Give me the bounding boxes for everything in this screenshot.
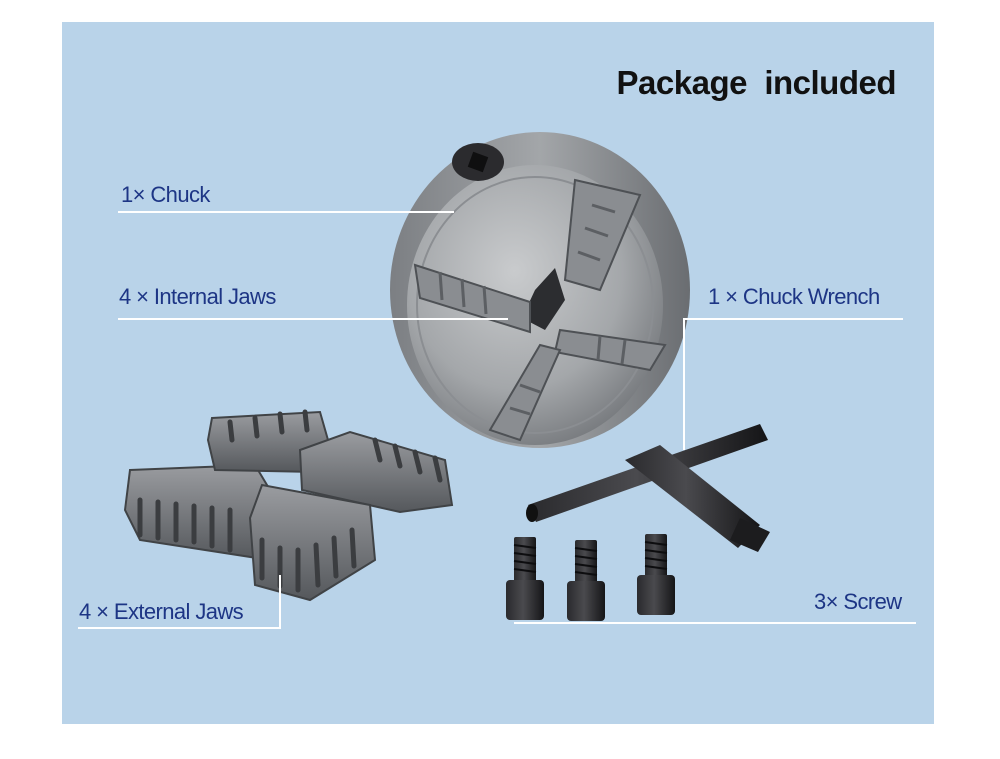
chuck-label: 1× Chuck [121, 182, 210, 207]
chuck-wrench-image [526, 424, 770, 552]
external-jaws-label: 4 × External Jaws [79, 599, 244, 624]
chuck-callout-line [118, 211, 454, 213]
screw-callout-line [514, 622, 916, 624]
package-title: Package included [616, 64, 897, 101]
chuck-wrench-callout-line [683, 318, 903, 320]
chuck-wrench-label: 1 × Chuck Wrench [708, 284, 880, 309]
external-jaws-callout-line [78, 627, 281, 629]
chuck-image [390, 132, 690, 448]
external-jaws-callout-drop [279, 575, 281, 629]
internal-jaws-label: 4 × Internal Jaws [119, 284, 276, 309]
internal-jaws-callout-line [118, 318, 508, 320]
external-jaws-image [123, 409, 454, 602]
chuck-wrench-callout-drop [683, 318, 685, 450]
screws-image [506, 534, 675, 621]
screw-label: 3× Screw [814, 589, 902, 614]
